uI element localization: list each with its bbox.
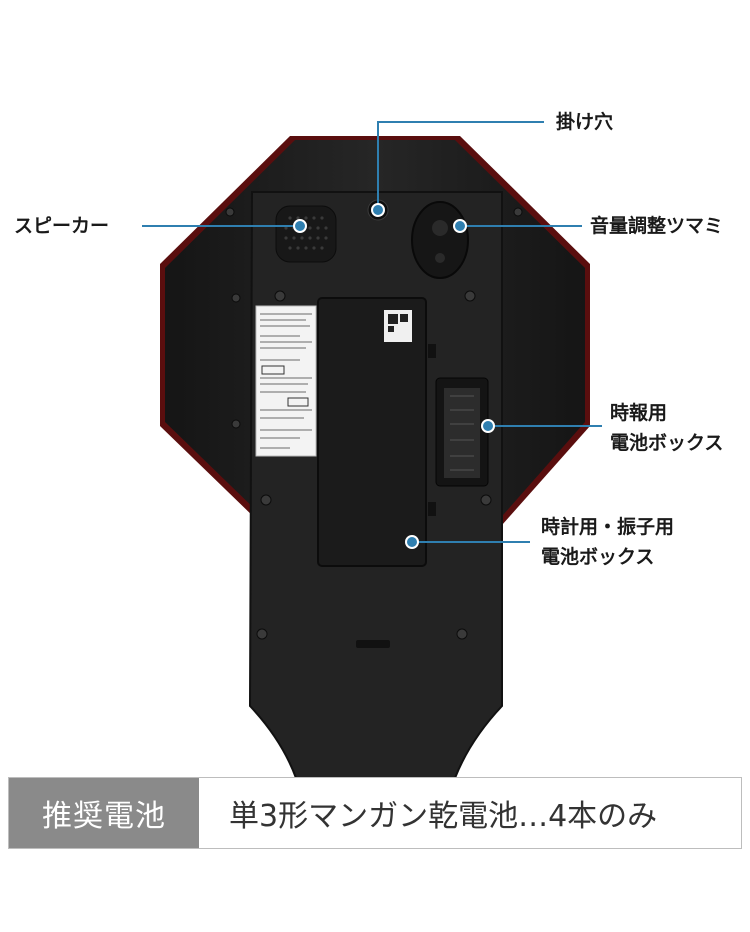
clock-battery-door xyxy=(317,297,427,567)
instruction-sticker xyxy=(255,305,317,457)
recommended-battery-bar: 推奨電池 単3形マンガン乾電池…4本のみ xyxy=(8,777,742,849)
leader-lines xyxy=(142,121,602,543)
volume-knob xyxy=(411,201,469,279)
callout-chime-battery: 時報用 電池ボックス xyxy=(610,398,723,458)
callout-clock-battery: 時計用・振子用 電池ボックス xyxy=(541,512,674,572)
speaker-grille xyxy=(275,205,337,263)
callout-chime-line1: 時報用 xyxy=(610,402,668,424)
callout-clock-line1: 時計用・振子用 xyxy=(541,516,675,538)
screws xyxy=(225,207,523,640)
leader-dots xyxy=(293,203,495,549)
callout-speaker: スピーカー xyxy=(14,215,110,237)
recommended-battery-tag: 推奨電池 xyxy=(9,778,199,848)
callout-clock-line2: 電池ボックス xyxy=(541,546,655,568)
chime-battery-compartment xyxy=(435,377,489,487)
stand-slot xyxy=(356,640,390,648)
recommended-battery-text: 単3形マンガン乾電池…4本のみ xyxy=(229,799,658,834)
callout-volume-knob: 音量調整ツマミ xyxy=(590,215,724,237)
callout-chime-line2: 電池ボックス xyxy=(610,432,724,454)
callout-hanging-hole: 掛け穴 xyxy=(556,111,614,133)
